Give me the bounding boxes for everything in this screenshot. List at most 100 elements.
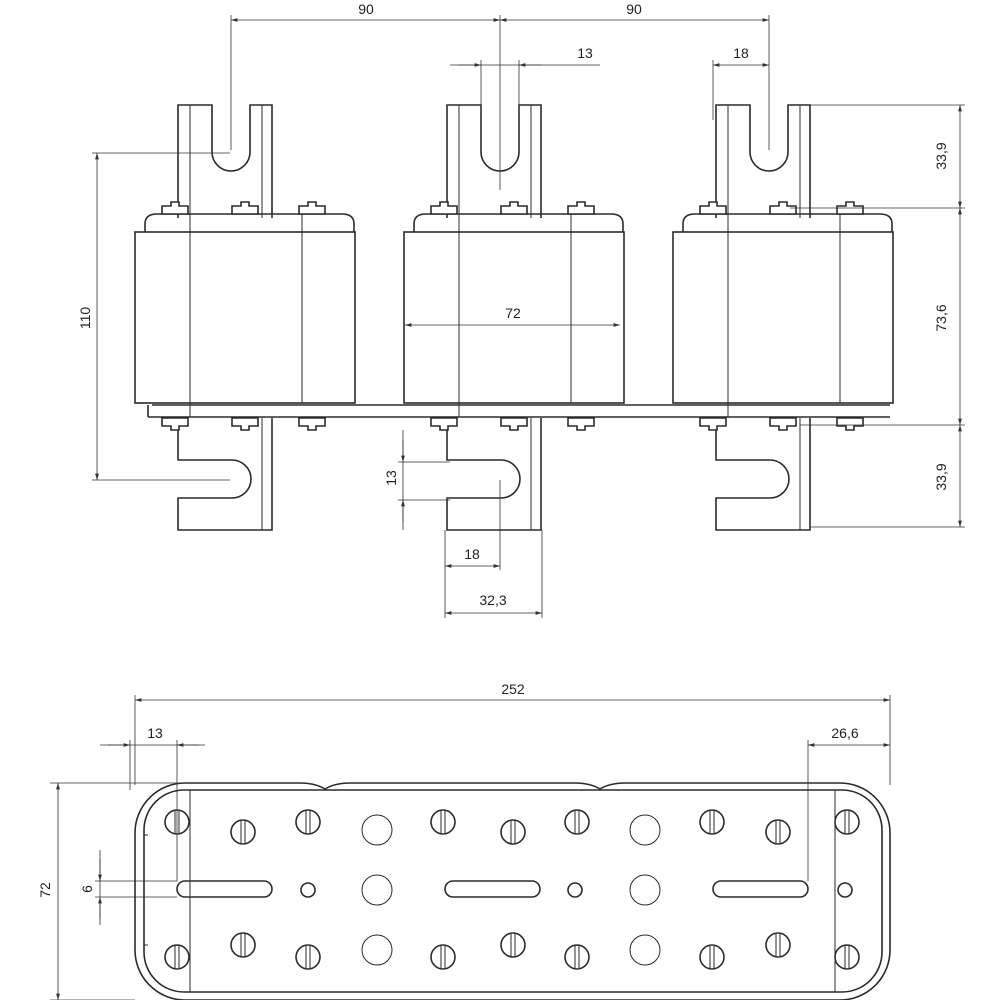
upper-blade [715,104,811,218]
terminal-screw-icon [430,417,458,431]
terminal-screw-icon [500,201,528,215]
screw-head [834,809,860,835]
screw-slot [775,821,781,843]
slotted-screw-icon [164,944,190,970]
screw-head [500,819,526,845]
slotted-screw-icon [230,819,256,845]
lower-blade [715,418,811,531]
screw-head [430,944,456,970]
dim-slot-offset-top: 18 [733,45,749,61]
dim-overall-width: 72 [37,882,53,898]
screw-head [295,944,321,970]
slotted-screw-icon [699,809,725,835]
screw-head [230,819,256,845]
slotted-screw-icon [699,944,725,970]
fuse-unit [134,104,356,531]
slotted-screw-icon [765,932,791,958]
screw-slot [844,811,850,833]
dim-blade-width: 32,3 [479,592,506,608]
screw-slot [305,811,311,833]
mounting-hole [629,874,661,906]
slotted-screw-icon [564,809,590,835]
top-cap [144,213,355,232]
screw-slot [709,811,715,833]
mounting-hole [629,934,661,966]
terminal-screw-icon [836,417,864,431]
terminal-screw-icon [161,417,189,431]
screw-head [834,944,860,970]
terminal-screw-icon [298,417,326,431]
screw-slot [440,946,446,968]
screw-head [164,944,190,970]
mounting-hole [361,874,393,906]
cap-divider [458,214,572,232]
slotted-screw-icon [500,819,526,845]
screw-head [765,819,791,845]
upper-blade-edge [189,105,263,218]
dim-body-height: 73,6 [933,304,949,331]
dim-pitch-left: 90 [358,1,374,17]
lower-blade [446,418,542,531]
terminal-screw-icon [500,417,528,431]
small-hole [300,882,316,898]
dim-slot-edge-offset: 13 [147,725,163,741]
top-view [134,782,891,1000]
screw-slot [240,821,246,843]
front-view [134,104,894,531]
dim-slot-depth-bottom: 18 [464,546,480,562]
dim-slot-width-bottom: 13 [383,470,399,486]
cap-divider [727,214,841,232]
small-hole [837,882,853,898]
dim-slot-height: 6 [79,885,95,893]
base-inner-outline [143,789,883,993]
body-divider [727,232,841,417]
mounting-hole [361,934,393,966]
upper-blade [446,104,542,218]
upper-blade [177,104,273,218]
terminal-screw-icon [567,417,595,431]
dim-slot-end-offset: 26,6 [831,725,858,741]
screw-head [295,809,321,835]
base-edge [144,790,836,992]
screw-slot [709,946,715,968]
screw-head [765,932,791,958]
screw-slot [240,934,246,956]
dimensions [50,15,965,1000]
slotted-screw-icon [430,944,456,970]
slotted-screw-icon [430,809,456,835]
terminal-screw-icon [298,201,326,215]
fuse-body [672,231,894,404]
dim-pitch-right: 90 [626,1,642,17]
terminal-screw-icon [430,201,458,215]
screw-slot [174,946,180,968]
slotted-screw-icon [564,944,590,970]
screw-slot [305,946,311,968]
terminal-screw-icon [231,201,259,215]
terminal-screw-icon [161,201,189,215]
dim-blade-bottom-height: 33,9 [933,463,949,490]
slotted-screw-icon [500,932,526,958]
slotted-screw-icon [295,809,321,835]
terminal-screw-icon [231,417,259,431]
dim-overall-height: 110 [77,307,93,330]
screw-slot [574,946,580,968]
screw-slot [174,811,180,833]
screw-head [699,809,725,835]
terminal-screw-icon [567,201,595,215]
base-plate [147,404,890,418]
mounting-hole [629,814,661,846]
screw-head [564,944,590,970]
fuse-unit [672,104,894,531]
dim-body-width: 72 [505,305,521,321]
screw-head [500,932,526,958]
upper-blade-edge [458,105,532,218]
fuse-body [403,231,625,404]
fixing-slot [176,880,273,898]
base-outline [134,782,891,1000]
screw-slot [775,934,781,956]
fuse-body [134,231,356,404]
slotted-screw-icon [295,944,321,970]
screw-head [699,944,725,970]
screw-slot [510,821,516,843]
fixing-slot [712,880,809,898]
